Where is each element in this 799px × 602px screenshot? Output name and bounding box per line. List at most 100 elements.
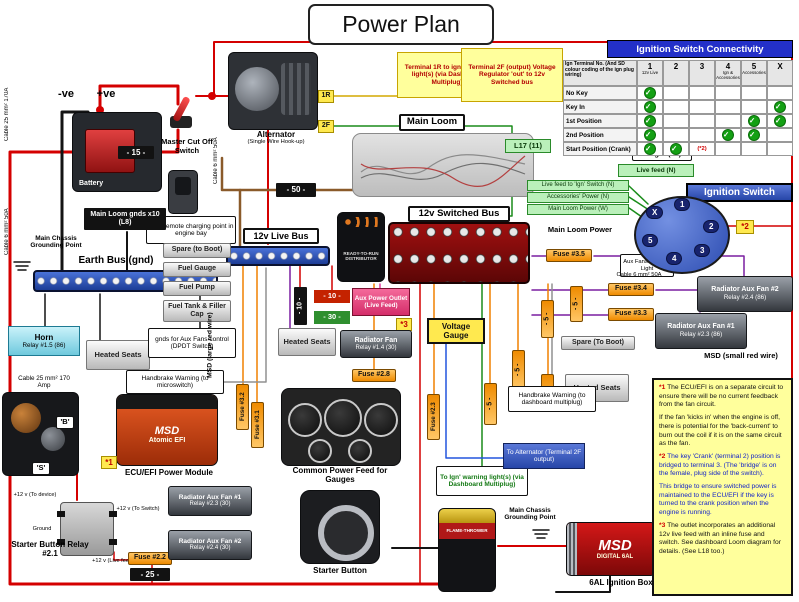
cell	[715, 142, 741, 156]
plug-wire-main-loom: Main Loom Power (W)	[527, 204, 629, 215]
cell	[715, 114, 741, 128]
distributor-device: READY-TO-RUN DISTRIBUTOR	[337, 212, 385, 282]
cell	[663, 114, 689, 128]
cell: ✓	[637, 86, 663, 100]
rad-fan1-30-box: Radiator Aux Fan #1 Relay #2.3 (30)	[168, 486, 252, 516]
aux-power-outlet-box: Aux Power Outlet (Live Feed)	[352, 288, 410, 316]
note1-text-b: If the fan 'kicks in' when the engine is…	[659, 414, 782, 448]
plug-wire-accessories: Accessories' Power (N)	[527, 192, 629, 203]
fuse-2-8: Fuse #2.8	[352, 369, 396, 382]
cell	[689, 100, 715, 114]
rad-fan1-30-sub: Relay #2.3 (30)	[189, 501, 231, 508]
connectivity-corner-label: Ign Terminal No. (And SD colour coding o…	[563, 60, 637, 86]
heated-seats-left-box: Heated Seats	[86, 340, 150, 370]
handbrake-dashboard-box: Handbrake Warning (to dashboard multiplu…	[508, 386, 596, 412]
cell	[663, 100, 689, 114]
battery-photo-label: Battery	[79, 180, 104, 187]
terminal-2f-chip: 2F	[318, 120, 334, 133]
heated-seats-mid-box: Heated Seats	[278, 328, 336, 356]
rad-fan2-86-name: Radiator Aux Fan #2	[711, 286, 779, 294]
main-loom-drawing	[352, 133, 534, 197]
callout-terminal-2f: Terminal 2F (output) Voltage Regulator '…	[461, 48, 563, 102]
star1-marker: *1	[101, 456, 117, 469]
row-label-2nd-position: 2nd Position	[563, 128, 637, 142]
alternator-label: Alternator (Single Wire Hook-up)	[232, 130, 320, 146]
cell	[741, 142, 767, 156]
common-power-label: Common Power Feed for Gauges	[292, 466, 388, 485]
cable-50a-right-label: Cable 6 mm² 50A	[616, 272, 662, 278]
connectivity-table-title: Ignition Switch Connectivity	[607, 40, 793, 58]
master-cutoff-switch-icon	[168, 95, 194, 130]
cell	[689, 86, 715, 100]
cell: ✓	[637, 128, 663, 142]
wire-5e-tag: - 5 -	[512, 350, 525, 390]
rad-fan1-86-sub: Relay #2.3 (86)	[679, 331, 723, 339]
ecu-label: ECU/EFI Power Module	[124, 468, 213, 477]
relay-pin-live-label: +12 v (Live feed)	[92, 558, 134, 564]
fuse-3-5: Fuse #3.5	[546, 249, 592, 262]
alternator-name: Alternator	[256, 130, 296, 139]
earth-bus-label: Earth Bus (gnd)	[78, 255, 154, 266]
distributor-text-2: DISTRIBUTOR	[345, 256, 377, 261]
wire-30-tag: - 30 -	[314, 311, 350, 324]
cell: ✓	[637, 142, 663, 156]
fuel-pump-box: Fuel Pump	[163, 281, 231, 296]
cable-170a-label: Cable 25 mm² 170A	[4, 87, 11, 141]
chassis-ground-left-label: Main Chassis Grounding Point	[30, 234, 82, 249]
relay-pin-ground-label: Ground	[32, 526, 52, 532]
battery-positive-label: +ve	[96, 88, 116, 100]
starter-button-label: Starter Button	[313, 566, 367, 575]
fuse-3-3: Fuse #3.3	[608, 308, 654, 321]
row-label-1st-position: 1st Position	[563, 114, 637, 128]
ign-terminal-5: 5	[642, 234, 659, 247]
cell	[767, 128, 793, 142]
live-feed-chip: Live feed (N)	[618, 164, 694, 177]
l17-chip: L17 (11)	[505, 139, 551, 153]
to-alternator-box: To Alternator (Terminal 2F output)	[503, 443, 585, 469]
cell	[689, 114, 715, 128]
starter-relay-label: Starter Button Relay #2.1	[11, 540, 89, 559]
switched-bus-label: 12v Switched Bus	[408, 206, 510, 222]
cable-50a-mid-label: Cable 6 mm² 50A	[213, 137, 220, 185]
ignition-switch-connectivity-table: Ignition Switch Connectivity Ign Termina…	[563, 40, 793, 156]
terminal-1r-chip: 1R	[318, 90, 334, 103]
relay-pin-switch-label: +12 v (To Switch)	[116, 506, 160, 512]
page-title: Power Plan	[308, 4, 494, 45]
cell	[767, 142, 793, 156]
rad-fan2-30-sub: Relay #2.4 (30)	[189, 545, 231, 552]
rad-fan1-86-name: Radiator Aux Fan #1	[667, 323, 735, 331]
wire-25-tag: - 25 -	[130, 568, 170, 581]
ign-terminal-x: X	[646, 206, 664, 219]
wire-10a-tag: - 10 -	[294, 287, 307, 325]
ign-terminal-2: 2	[703, 220, 720, 233]
cell	[715, 86, 741, 100]
ign-terminal-4: 4	[666, 252, 683, 265]
cable-170amp-label: Cable 25 mm² 170 Amp	[18, 374, 70, 389]
cell: ✓	[767, 114, 793, 128]
msd-brand-text: MSD	[598, 536, 632, 554]
radiator-fan-sub: Relay #1.4 (30)	[355, 344, 397, 351]
to-ign-warning-box: To Ign' warning light(s) (via Dashboard …	[436, 466, 528, 496]
msd-small-wire-label: MSD (small red wire)	[704, 351, 778, 360]
distributor-text-1: READY-TO-RUN	[343, 250, 379, 256]
col-header-3: 3	[689, 60, 715, 86]
row-label-no-key: No Key	[563, 86, 637, 100]
main-loom-power-label: Main Loom Power	[547, 225, 613, 234]
switched-bus-panel	[388, 222, 530, 284]
radiator-fan-name: Radiator Fan	[354, 336, 398, 344]
cell: ✓	[741, 114, 767, 128]
ctek-device	[168, 170, 198, 214]
cell: ✓	[637, 100, 663, 114]
cell	[663, 86, 689, 100]
fuse-3-4: Fuse #3.4	[608, 283, 654, 296]
cable-50a-left-label: Cable 6 mm² 50A	[4, 208, 11, 256]
msd-model-text: DIGITAL 6AL	[596, 554, 634, 561]
battery-negative-label: -ve	[58, 88, 74, 100]
wire-5b-tag: - 5 -	[541, 300, 554, 338]
horn-box: Horn Relay #1.5 (86)	[8, 326, 80, 356]
cell: ✓	[715, 128, 741, 142]
cell	[715, 100, 741, 114]
cell	[741, 100, 767, 114]
wire-10b-tag: - 10 -	[314, 290, 350, 303]
ignition-box-label: 6AL Ignition Box	[589, 578, 653, 587]
